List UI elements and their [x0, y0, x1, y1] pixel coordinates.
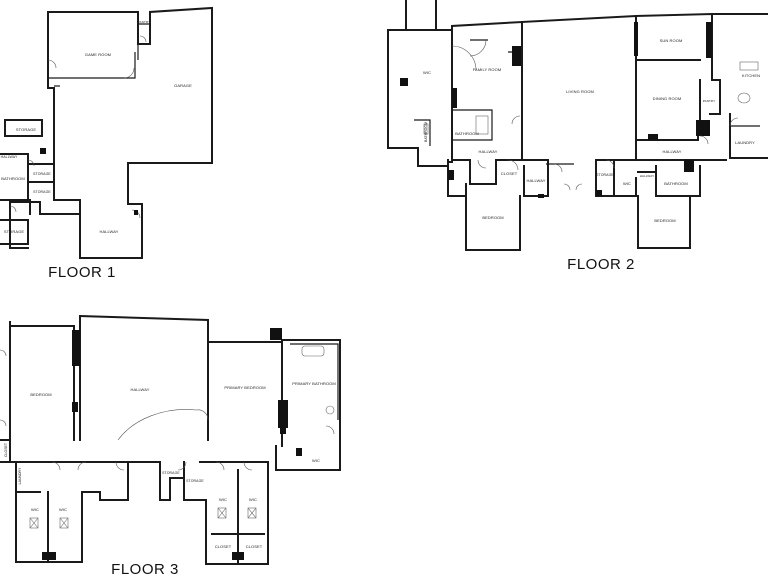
hallway-label: HALLWAY: [130, 387, 149, 392]
primary-bedroom-label: PRIMARY BEDROOM: [224, 385, 265, 390]
primary-bathroom-label: PRIMARY BATHROOM: [292, 381, 336, 386]
hallway-label: HALLWAY: [99, 229, 118, 234]
storage-label: STORAGE: [596, 173, 614, 177]
kitchen-label: KITCHEN: [742, 73, 760, 78]
bathroom-label: BATHROOM: [664, 181, 688, 186]
storage-label: STORAGE: [162, 471, 180, 475]
bathroom-label: BATHROOM: [424, 122, 428, 142]
wic-label: WIC: [312, 458, 320, 463]
garage-label: GARAGE: [174, 83, 192, 88]
floor-1-plan: GAME ROOM GARAGE PANTRY STORAGE HALLWAY …: [0, 6, 213, 281]
storage-label: STORAGE: [33, 190, 51, 194]
bedroom-label: BEDROOM: [654, 218, 675, 223]
floor-3-plan: BEDROOM HALLWAY PRIMARY BEDROOM PRIMARY …: [0, 314, 341, 576]
hallway-label: HALLWAY: [526, 178, 545, 183]
hallway-small-label: HALLWAY: [1, 155, 18, 159]
laundry-label: LAUNDRY: [735, 140, 755, 145]
storage-label: STORAGE: [4, 229, 24, 234]
wic-label: WIC: [219, 497, 227, 502]
floor-1-title: FLOOR 1: [48, 264, 116, 281]
floor-3-title: FLOOR 3: [111, 561, 179, 576]
closet-label: CLOSET: [501, 171, 518, 176]
bedroom-label: BEDROOM: [482, 215, 503, 220]
closet-label: CLOSET: [215, 544, 232, 549]
wic-label: WIC: [59, 507, 67, 512]
bathroom-label: BATHROOM: [455, 131, 479, 136]
hallway-label: HALLWAY: [478, 149, 497, 154]
storage-label: STORAGE: [186, 479, 204, 483]
game-room-label: GAME ROOM: [85, 52, 111, 57]
floor-2-plan: WIC FAMILY ROOM LIVING ROOM SUN ROOM KIT…: [387, 0, 768, 273]
living-room-label: LIVING ROOM: [566, 89, 594, 94]
bedroom-label: BEDROOM: [30, 392, 51, 397]
wic-label: WIC: [423, 70, 431, 75]
sun-room-label: SUN ROOM: [660, 38, 683, 43]
storage-label: STORAGE: [33, 172, 51, 176]
bathroom-label: BATHROOM: [1, 176, 25, 181]
family-room-label: FAMILY ROOM: [473, 67, 502, 72]
hallway-label: HALLWAY: [662, 149, 681, 154]
pantry-label: PANTRY: [138, 20, 151, 24]
laundry-label: LAUNDRY: [18, 467, 22, 484]
closet-label: CLOSET: [4, 442, 8, 457]
wic-label: WIC: [249, 497, 257, 502]
wic-label: WIC: [623, 181, 631, 186]
dining-room-label: DINING ROOM: [653, 96, 682, 101]
closet-label: CLOSET: [246, 544, 263, 549]
floor-2-title: FLOOR 2: [567, 256, 635, 273]
storage-label: STORAGE: [16, 127, 36, 132]
wic-label: WIC: [31, 507, 39, 512]
hallway-label: HALLWAY: [640, 174, 654, 178]
pantry-label: PANTRY: [703, 99, 716, 103]
